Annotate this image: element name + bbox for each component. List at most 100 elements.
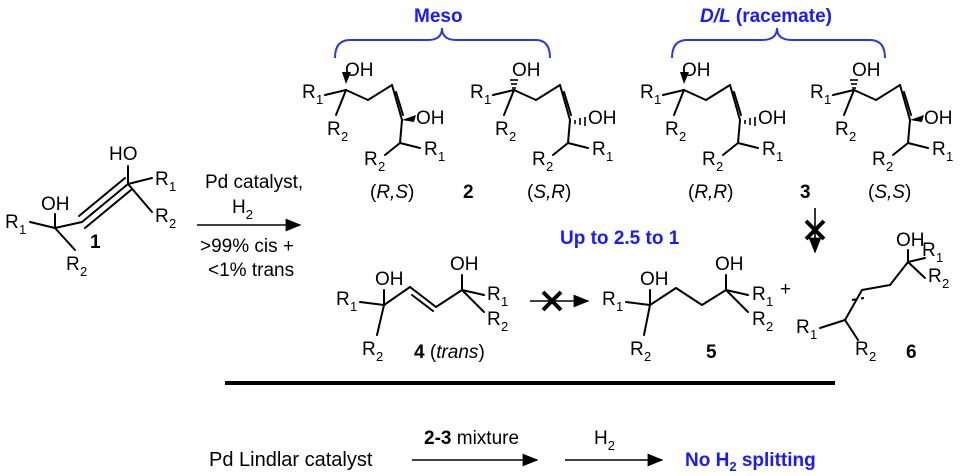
svg-text:1: 1 [946,149,953,164]
svg-text:R: R [364,149,378,170]
svg-text:OH: OH [758,108,787,129]
svg-text:R: R [362,339,376,360]
svg-text:R: R [487,309,501,330]
svg-text:R: R [66,254,80,275]
svg-text:R: R [752,309,766,330]
compound-3-label: 3 [800,182,811,203]
svg-text:R: R [932,139,946,160]
svg-text:R: R [796,317,810,338]
svg-text:R: R [630,339,644,360]
svg-text:R: R [665,119,679,140]
compound-5-label: 5 [706,342,717,363]
svg-text:OH: OH [41,194,70,215]
svg-text:R: R [855,339,869,360]
svg-text:1: 1 [810,327,817,342]
svg-text:1: 1 [824,92,831,107]
svg-text:R: R [640,82,654,103]
svg-text:R: R [810,82,824,103]
svg-text:R: R [495,119,509,140]
svg-text:HO: HO [109,144,138,165]
svg-text:R: R [487,284,501,305]
svg-text:R: R [155,206,169,227]
svg-text:OH: OH [682,60,711,81]
svg-text:2: 2 [886,159,893,174]
svg-text:R: R [336,289,350,310]
svg-text:2: 2 [80,264,87,279]
svg-text:1: 1 [936,250,943,265]
ratio-label: Up to 2.5 to 1 [560,228,680,249]
svg-text:R: R [602,289,616,310]
svg-text:2: 2 [679,129,686,144]
svg-text:2: 2 [869,349,876,364]
svg-text:OH: OH [588,108,617,129]
svg-text:R: R [302,82,316,103]
svg-text:2: 2 [341,129,348,144]
svg-text:2: 2 [376,349,383,364]
bottom-h2-label: H2 [594,428,615,453]
svg-text:OH: OH [715,254,744,275]
svg-text:R: R [470,82,484,103]
svg-text:1: 1 [19,222,26,237]
svg-text:1: 1 [350,299,357,314]
racemate-brace [671,27,886,59]
svg-text:OH: OH [450,254,479,275]
svg-text:2: 2 [716,159,723,174]
svg-text:1: 1 [654,92,661,107]
bottom-catalyst-label: Pd Lindlar catalyst [209,449,373,471]
svg-text:R: R [752,284,766,305]
blocked-cross-icon [804,219,826,241]
svg-text:2: 2 [766,319,773,334]
racemate-label: D/L (racemate) [700,6,832,27]
svg-text:1: 1 [616,299,623,314]
compound-2-label: 2 [463,182,474,203]
svg-text:2: 2 [501,319,508,334]
svg-text:1: 1 [438,149,445,164]
svg-text:OH: OH [375,269,404,290]
condition-catalyst: Pd catalyst, [205,172,303,193]
svg-text:R: R [5,212,19,233]
svg-text:R: R [592,139,606,160]
svg-text:R: R [835,119,849,140]
svg-text:OH: OH [512,60,541,81]
stereo-sr: (S,R) [527,182,571,203]
svg-text:2: 2 [644,349,651,364]
svg-text:1: 1 [484,92,491,107]
svg-text:2: 2 [509,129,516,144]
bottom-result-label: No H2 splitting [685,450,816,474]
compound-1-label: 1 [90,232,101,253]
svg-text:1: 1 [776,149,783,164]
stereo-ss: (S,S) [868,182,911,203]
svg-text:OH: OH [852,60,881,81]
svg-text:R: R [155,169,169,190]
svg-text:1: 1 [316,92,323,107]
svg-text:2: 2 [849,129,856,144]
svg-text:2: 2 [378,159,385,174]
svg-text:R: R [872,149,886,170]
stereo-rs: (R,S) [370,182,414,203]
meso-brace [334,27,551,59]
svg-text:R: R [762,139,776,160]
svg-text:OH: OH [924,108,953,129]
svg-text:R: R [327,119,341,140]
blocked-cross-icon [541,290,563,312]
condition-trans: <1% trans [208,260,294,281]
svg-text:1: 1 [501,294,508,309]
svg-text:R: R [532,149,546,170]
stereo-rr: (R,R) [688,182,733,203]
svg-text:2: 2 [546,159,553,174]
svg-text:OH: OH [416,108,445,129]
svg-text:OH: OH [896,230,925,251]
svg-text:2: 2 [169,216,176,231]
plus-sign: + [780,279,791,300]
compound-4-label: 4 (trans) [414,342,485,363]
compound-6-label: 6 [906,342,917,363]
